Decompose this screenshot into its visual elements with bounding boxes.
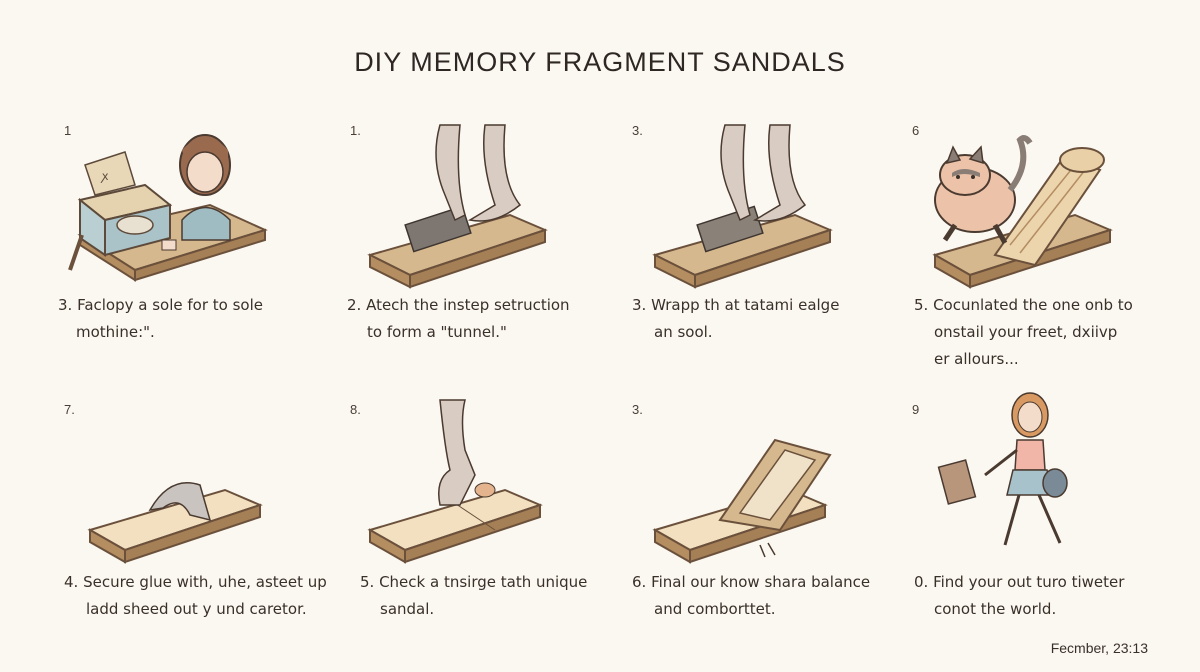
step-2-number: 1. <box>350 123 361 138</box>
step-4-number: 6 <box>912 123 920 138</box>
caption-line: onstail your freet, dxiivp <box>934 323 1118 341</box>
caption-line: an sool. <box>654 323 713 341</box>
step-1-number: 1 <box>64 123 72 138</box>
caption-line: 0. Find your out turo tiweter <box>914 573 1125 591</box>
svg-text:ꭗ: ꭗ <box>100 169 109 183</box>
step-5-caption: 4. Secure glue with, uhe, asteet up ladd… <box>64 569 327 623</box>
step-3-illustration <box>652 124 833 289</box>
step-2-caption: 2. Atech the instep setruction to form a… <box>347 292 597 346</box>
step-3-number: 3. <box>632 123 643 138</box>
step-3-caption: 3. Wrapp th at tatami ealge an sool. <box>632 292 882 346</box>
caption-line: to form a "tunnel." <box>367 323 507 341</box>
step-7-caption: 6. Final our know shara balance and comb… <box>632 569 882 623</box>
step-7-illustration <box>652 438 832 564</box>
caption-line: er allours... <box>934 350 1019 368</box>
caption-line: and comborttet. <box>654 600 776 618</box>
caption-line: 5. Cocunlated the one onb to <box>914 296 1133 314</box>
caption-line: mothine:". <box>76 323 155 341</box>
step-5-illustration <box>87 482 263 564</box>
caption-line: 3. Faclopy a sole for to sole <box>58 296 264 314</box>
caption-line: 4. Secure glue with, uhe, asteet up <box>64 573 327 591</box>
date-stamp: Fecmber, 23:13 <box>1050 640 1148 656</box>
step-6-number: 8. <box>350 402 361 417</box>
caption-line: ladd sheed out y und caretor. <box>86 600 307 618</box>
step-7-number: 3. <box>632 402 643 417</box>
step-5-number: 7. <box>64 402 75 417</box>
step-8-illustration <box>937 392 1068 546</box>
caption-line: sandal. <box>380 600 435 618</box>
step-6-illustration <box>367 399 543 564</box>
step-2-illustration <box>367 124 548 289</box>
caption-line: 3. Wrapp th at tatami ealge <box>632 296 840 314</box>
step-1-caption: 3. Faclopy a sole for to sole mothine:". <box>58 292 308 346</box>
step-1-illustration: ꭗ <box>68 134 268 282</box>
step-4-caption: 5. Cocunlated the one onb to onstail you… <box>914 292 1164 373</box>
caption-line: conot the world. <box>934 600 1057 618</box>
step-6-caption: 5. Check a tnsirge tath unique sandal. <box>360 569 610 623</box>
step-8-number: 9 <box>912 402 920 417</box>
caption-line: 6. Final our know shara balance <box>632 573 871 591</box>
step-8-caption: 0. Find your out turo tiweter conot the … <box>914 569 1164 623</box>
step-4-illustration <box>932 135 1113 289</box>
caption-line: 5. Check a tnsirge tath unique <box>360 573 588 591</box>
caption-line: 2. Atech the instep setruction <box>347 296 570 314</box>
page-title: DIY MEMORY FRAGMENT SANDALS <box>354 47 846 77</box>
